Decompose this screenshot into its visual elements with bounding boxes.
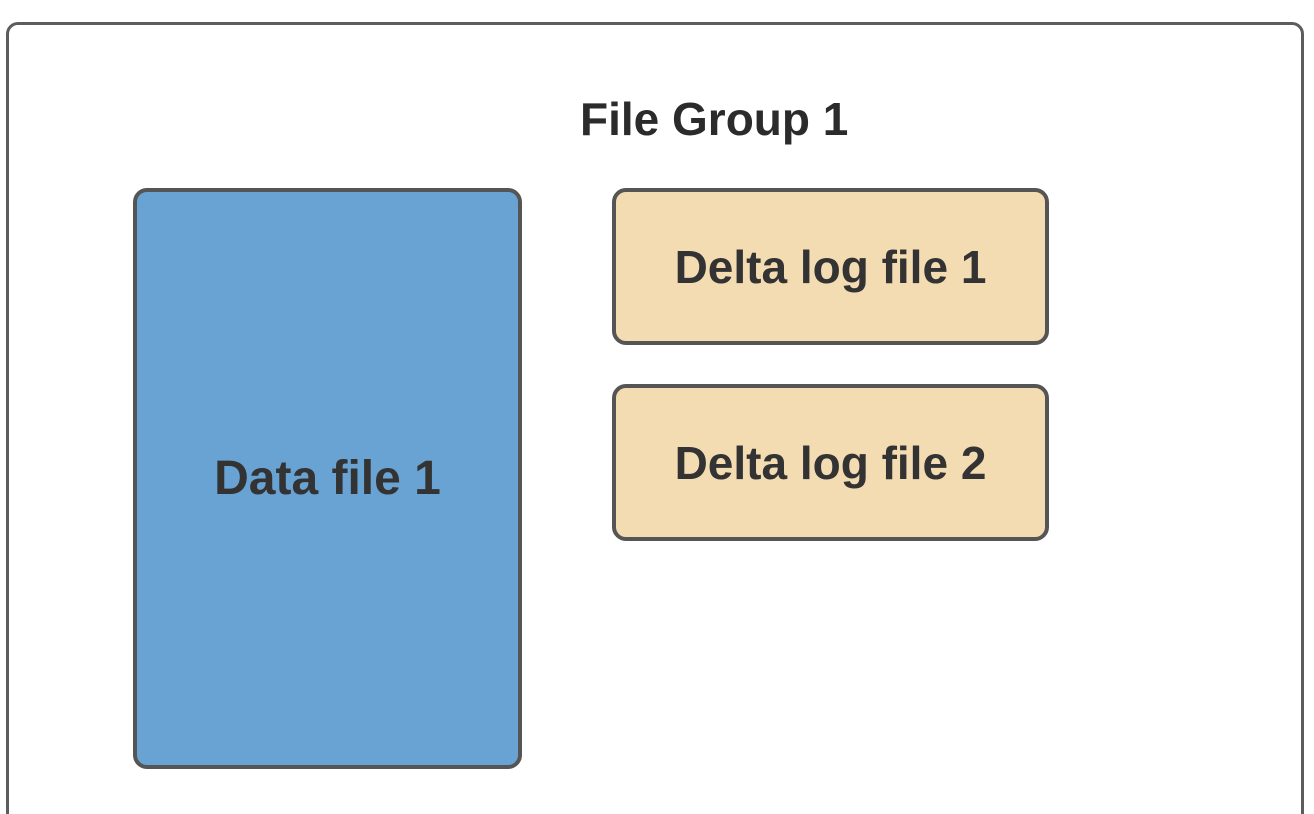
delta-log-file-1-box: Delta log file 1 [612, 188, 1049, 345]
file-group-title: File Group 1 [580, 93, 849, 145]
delta-log-file-1-label: Delta log file 1 [674, 240, 987, 293]
data-file-label: Data file 1 [214, 452, 441, 505]
data-file-box: Data file 1 [133, 188, 522, 769]
delta-log-file-2-box: Delta log file 2 [612, 384, 1049, 541]
delta-log-file-2-label: Delta log file 2 [674, 436, 987, 489]
